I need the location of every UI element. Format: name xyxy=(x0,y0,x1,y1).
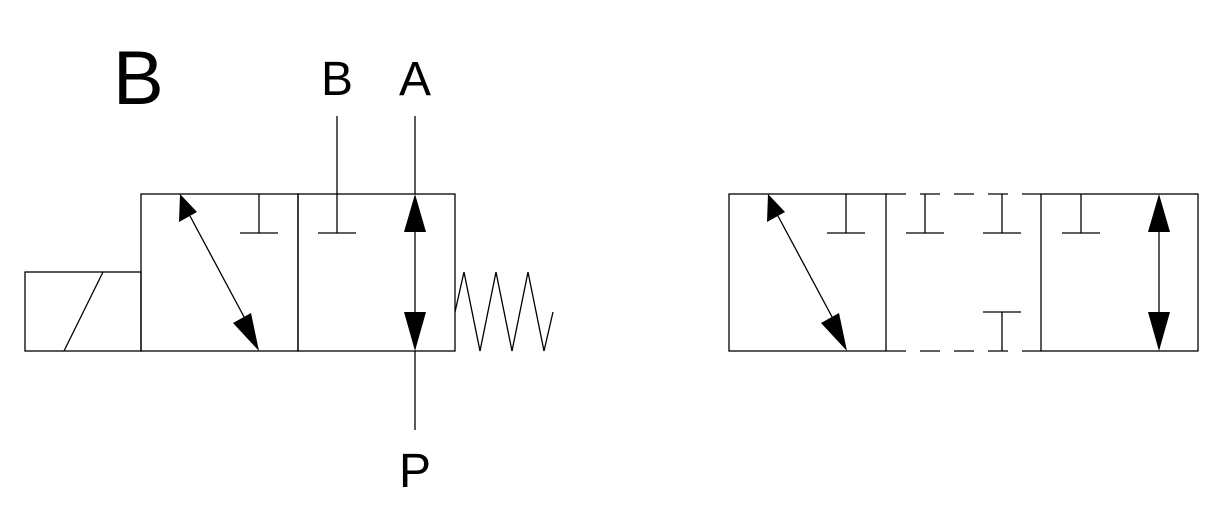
flow-arrow-head xyxy=(233,313,259,351)
valve-envelope-right-1 xyxy=(728,193,887,352)
flow-arrow-head xyxy=(821,313,847,351)
valve-envelope-left-1 xyxy=(140,193,299,352)
port-label-a: A xyxy=(399,53,431,106)
valve-envelope-right-3 xyxy=(1040,193,1199,352)
flow-arrow-head xyxy=(1148,312,1170,351)
variant-label: B xyxy=(113,36,164,121)
port-label-p: P xyxy=(399,445,431,498)
flow-arrow-head xyxy=(404,194,426,232)
valve-envelope-right-2 xyxy=(886,193,1041,352)
flow-arrow-head xyxy=(1148,194,1170,232)
flow-arrow-head xyxy=(767,194,785,222)
flow-arrow-head xyxy=(404,312,426,351)
solenoid-actuator xyxy=(24,271,142,352)
flow-arrow-head xyxy=(179,194,197,222)
spring-return xyxy=(454,271,554,352)
valve-symbol-right xyxy=(728,193,1199,352)
valve-symbol-left xyxy=(24,116,554,430)
valve-envelope-left-2 xyxy=(297,193,456,352)
port-label-b: B xyxy=(321,53,353,106)
